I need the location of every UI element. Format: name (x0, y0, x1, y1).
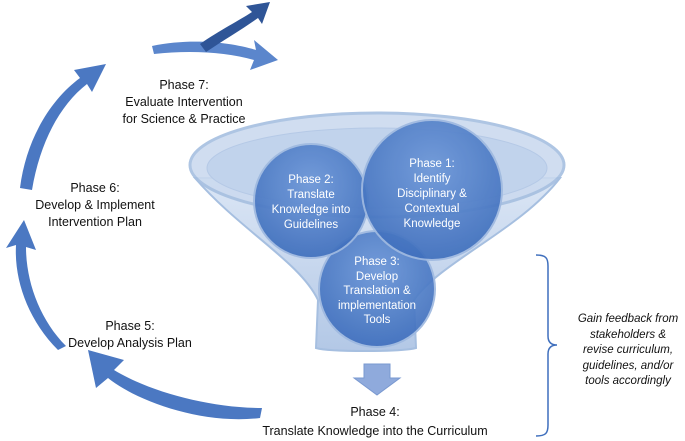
phase-1-line-1: Identify (413, 173, 451, 185)
phase-1-title: Phase 1: (409, 158, 455, 170)
arrow-top-light (152, 40, 278, 70)
phase-6-line-2: Intervention Plan (48, 215, 142, 229)
phase-3-title: Phase 3: (354, 256, 400, 268)
phase-6-title: Phase 6: (70, 181, 120, 195)
phase-7-line-2: for Science & Practice (122, 112, 246, 126)
phase-1-line-3: Contextual (404, 203, 460, 215)
phase-5-line-1: Develop Analysis Plan (68, 336, 192, 350)
phase-2-line-2: Knowledge into (271, 204, 351, 216)
arrow-phase6-to-phase7 (20, 64, 106, 190)
feedback-line-1: Gain feedback from (577, 313, 679, 325)
phase-1-circle (361, 119, 503, 261)
arrow-phase5-to-phase6 (6, 220, 66, 350)
feedback-line-3: revise curriculum, (582, 344, 674, 356)
down-arrow-icon (352, 363, 402, 396)
phase-6-line-1: Develop & Implement (35, 198, 155, 212)
phase-7-label: Phase 7: Evaluate Intervention for Scien… (84, 77, 284, 128)
feedback-note: Gain feedback from stakeholders & revise… (572, 312, 684, 390)
phase-7-line-1: Evaluate Intervention (125, 95, 243, 109)
phase-4-title: Phase 4: (350, 405, 400, 419)
phase-4-line-1: Translate Knowledge into the Curriculum (262, 424, 488, 438)
phase-3-line-1: Develop (355, 270, 399, 283)
phase-3-line-4: Tools (363, 314, 391, 326)
feedback-line-5: tools accordingly (585, 375, 671, 387)
phase-3-text: Phase 3: Develop Translation & implement… (322, 255, 432, 328)
phase-7-title: Phase 7: (159, 78, 209, 92)
phase-5-label: Phase 5: Develop Analysis Plan (50, 318, 210, 352)
phase-4-label: Phase 4: Translate Knowledge into the Cu… (250, 403, 500, 441)
phase-1-line-4: Knowledge (403, 218, 461, 230)
phase-3-line-2: Translation & (343, 285, 411, 297)
arrow-top-dark (200, 2, 270, 52)
arrow-phase4-to-phase5 (88, 350, 262, 420)
phase-5-title: Phase 5: (105, 319, 155, 333)
phase-1-line-2: Disciplinary & (397, 188, 467, 200)
feedback-line-2: stakeholders & (589, 328, 667, 341)
feedback-line-4: guidelines, and/or (582, 359, 674, 372)
phase-2-line-1: Translate (287, 189, 335, 201)
phase-2-title: Phase 2: (288, 174, 334, 186)
phase-2-text: Phase 2: Translate Knowledge into Guidel… (261, 173, 361, 233)
phase-6-label: Phase 6: Develop & Implement Interventio… (10, 180, 180, 231)
phase-1-text: Phase 1: Identify Disciplinary & Context… (382, 157, 482, 232)
phase-2-line-3: Guidelines (283, 219, 339, 231)
feedback-bracket (535, 254, 558, 437)
phase-3-line-3: implementation (338, 299, 416, 312)
